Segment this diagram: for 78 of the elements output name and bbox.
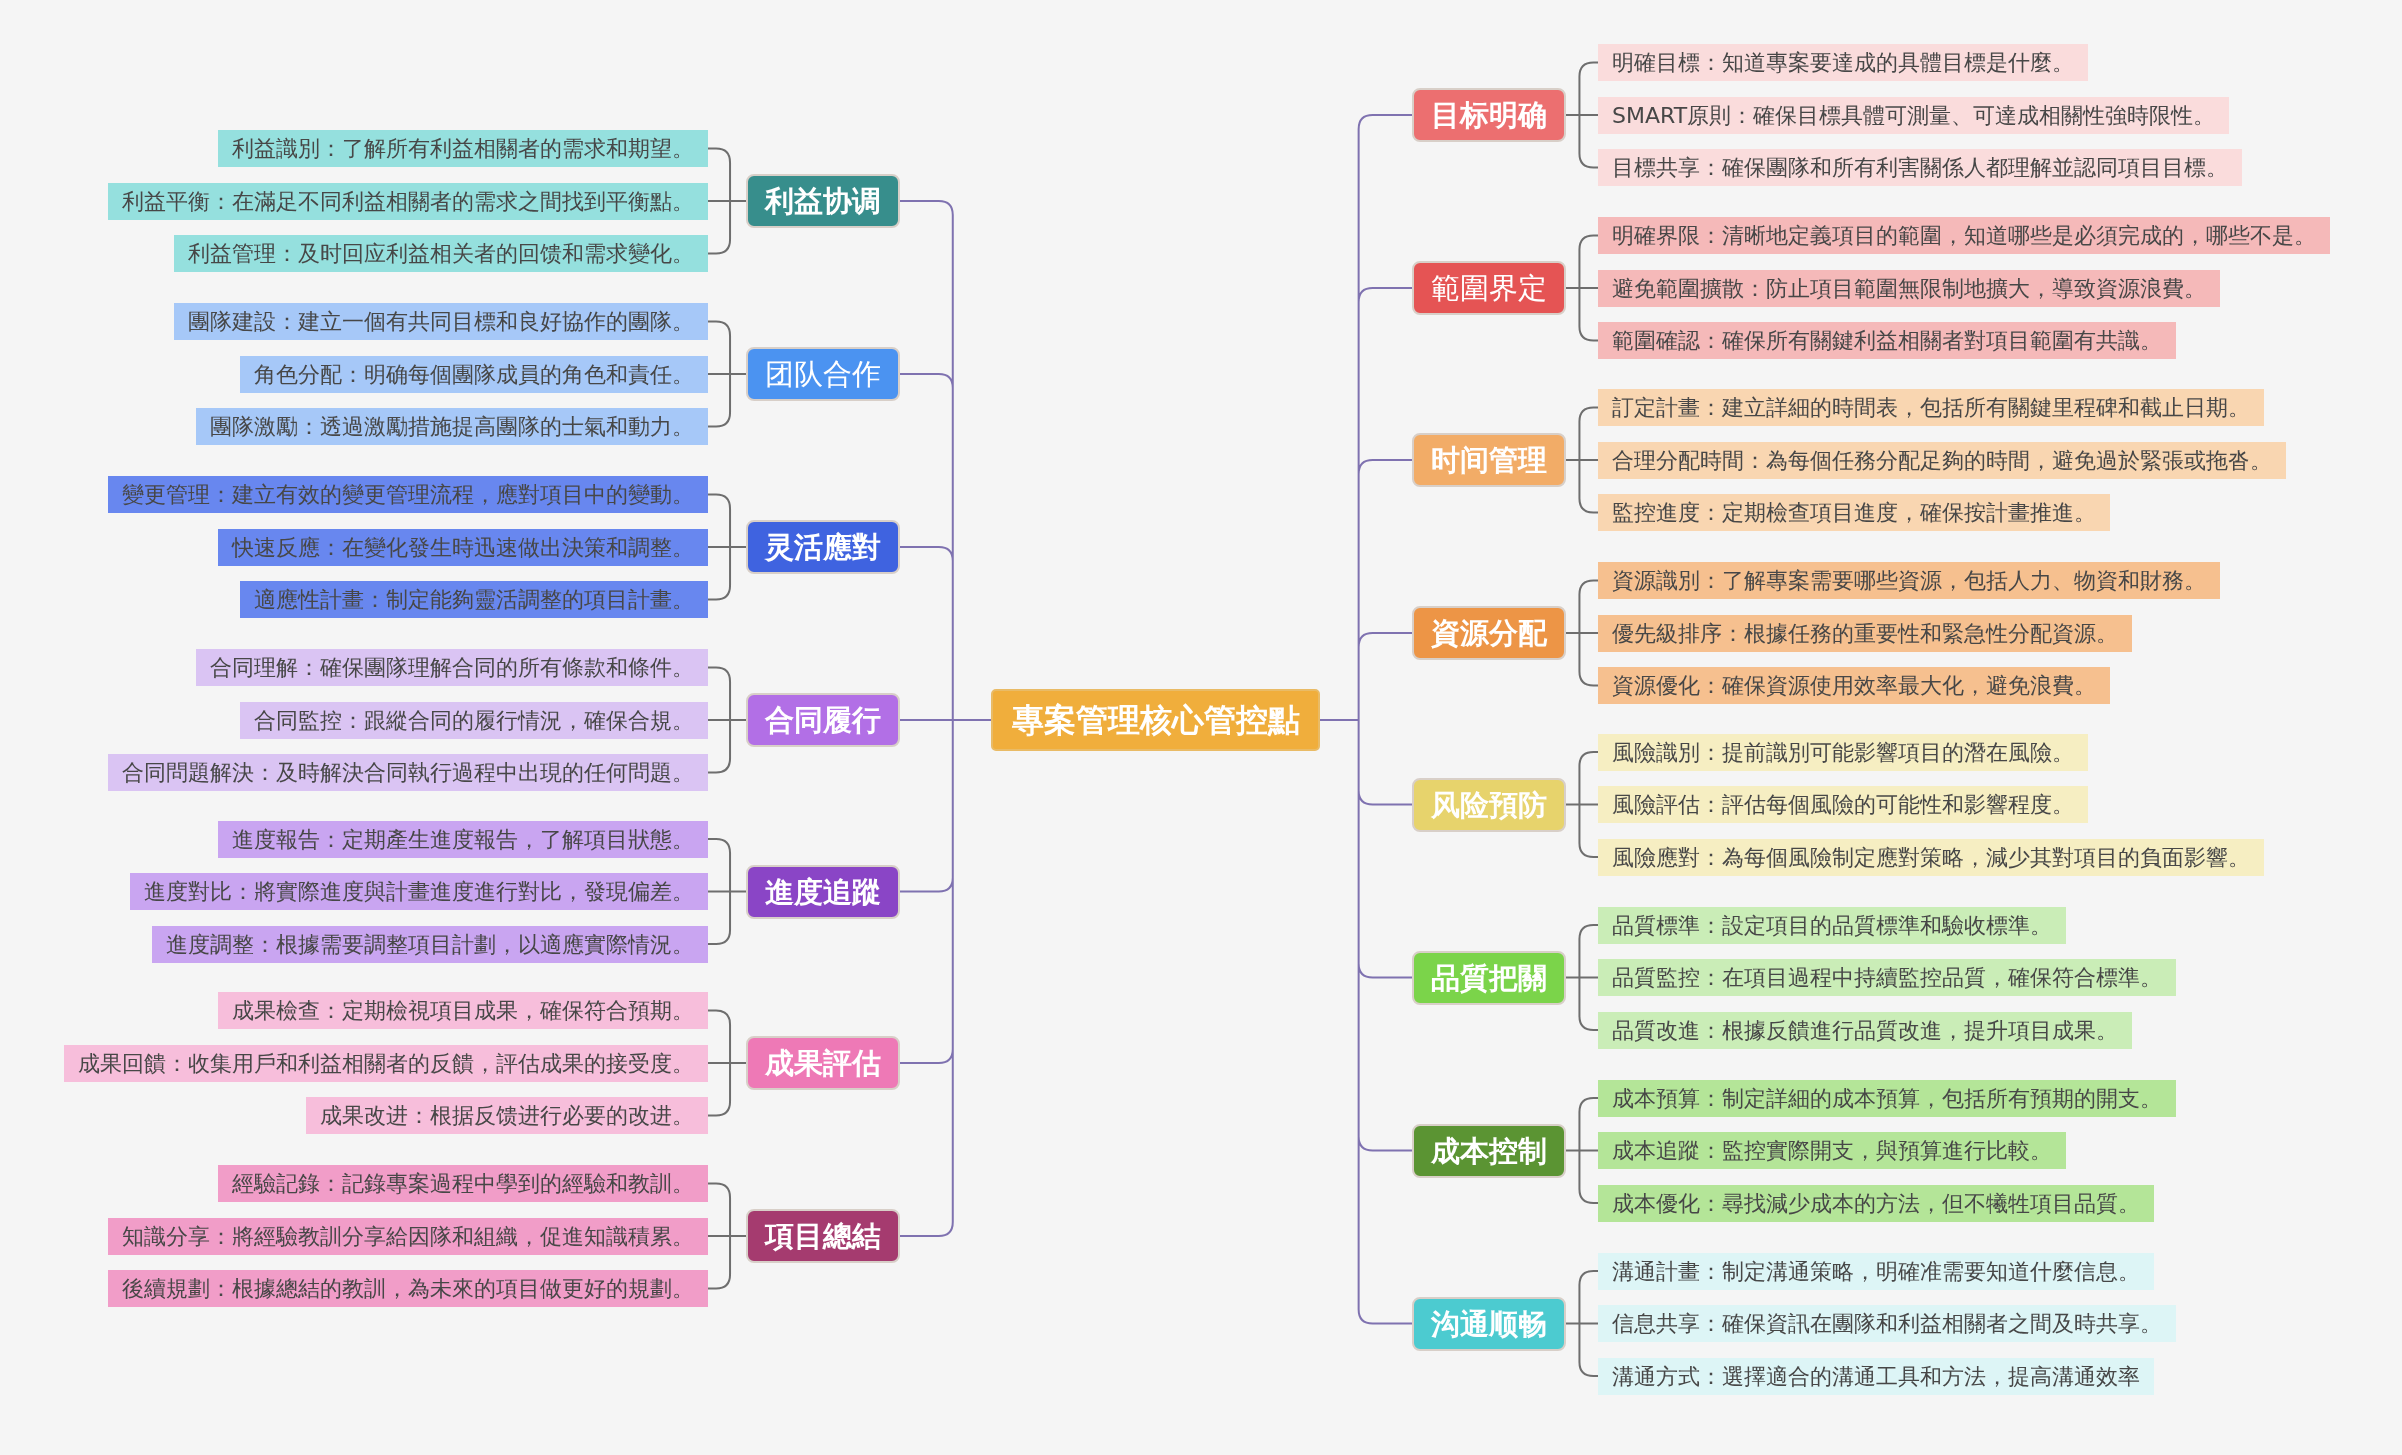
subtopic-box: 明確界限：清晰地定義項目的範圍，知道哪些是必須完成的，哪些不是。 (1598, 217, 2330, 254)
subtopic-box: 經驗記錄：記錄專案過程中學到的經驗和教訓。 (218, 1165, 708, 1202)
subtopic-box: 目標共享：確保團隊和所有利害關係人都理解並認同項目目標。 (1598, 149, 2242, 186)
subtopic-box: 品質標準：設定項目的品質標準和驗收標準。 (1598, 906, 2066, 944)
subtopic-box: SMART原則：確保目標具體可測量、可達成相關性強時限性。 (1598, 96, 2230, 134)
connector-line (1565, 1097, 1599, 1204)
connector-line (707, 147, 747, 255)
subtopic-box: 風險識別：提前識別可能影響項目的潛在風險。 (1598, 733, 2088, 771)
branch-topic-box: 項目總結 (746, 1209, 900, 1263)
subtopic-box: 成果回饋：收集用戶和利益相關者的反饋，評估成果的接受度。 (64, 1044, 708, 1082)
branch-topic-box: 成本控制 (1412, 1123, 1566, 1178)
branch-topic-box: 資源分配 (1412, 606, 1566, 660)
branch-topic-box: 灵活應對 (746, 520, 900, 574)
connector-line (1565, 406, 1599, 514)
subtopic-box: 資源優化：確保資源使用效率最大化，避免浪費。 (1598, 667, 2110, 704)
subtopic-box: 適應性計畫：制定能夠靈活調整的項目計畫。 (240, 581, 708, 618)
branch-topic-box: 合同履行 (746, 693, 900, 747)
subtopic-box: 利益管理：及时回应利益相关者的回馈和需求變化。 (174, 235, 708, 272)
subtopic-box: 合同理解：確保團隊理解合同的所有條款和條件。 (196, 649, 708, 686)
subtopic-box: 進度報告：定期產生進度報告，了解項目狀態。 (218, 820, 708, 858)
connector-line (1565, 234, 1599, 342)
subtopic-box: 團隊建設：建立一個有共同目標和良好協作的團隊。 (174, 303, 708, 340)
subtopic-box: 變更管理：建立有效的變更管理流程，應對項目中的變動。 (108, 476, 708, 513)
subtopic-box: 風險應對：為每個風險制定應對策略，減少其對項目的負面影響。 (1598, 838, 2264, 876)
subtopic-box: 後續規劃：根據總結的教訓，為未來的項目做更好的規劃。 (108, 1270, 708, 1307)
branch-topic-box: 進度追蹤 (746, 864, 900, 919)
subtopic-box: 合同監控：跟縱合同的履行情況，確保合規。 (240, 701, 708, 739)
connector-line (1319, 114, 1413, 1325)
connector-line (707, 666, 747, 774)
subtopic-box: 範圍確認：確保所有關鍵利益相關者對項目範圍有共識。 (1598, 322, 2176, 359)
branch-topic-box: 风险預防 (1412, 777, 1566, 832)
subtopic-box: 團隊激勵：透過激勵措施提高團隊的士氣和動力。 (196, 408, 708, 445)
subtopic-box: 利益識別：了解所有利益相關者的需求和期望。 (218, 130, 708, 167)
subtopic-box: 風險評估：評估每個風險的可能性和影響程度。 (1598, 786, 2088, 823)
branch-topic-box: 沟通顺畅 (1412, 1296, 1566, 1351)
subtopic-box: 明確目標：知道專案要達成的具體目標是什麼。 (1598, 44, 2088, 81)
subtopic-box: 角色分配：明确每個團隊成員的角色和責任。 (240, 355, 708, 393)
connector-line (707, 493, 747, 601)
subtopic-box: 成果改进：根据反馈进行必要的改进。 (306, 1097, 708, 1134)
subtopic-box: 合同問題解決：及時解決合同執行過程中出現的任何問題。 (108, 754, 708, 791)
branch-topic-box: 利益协调 (746, 174, 900, 228)
subtopic-box: 資源識別：了解專案需要哪些資源，包括人力、物資和財務。 (1598, 562, 2220, 599)
subtopic-box: 成本追蹤：監控實際開支，與預算進行比較。 (1598, 1132, 2066, 1169)
subtopic-box: 品質改進：根據反饋進行品質改進，提升項目成果。 (1598, 1011, 2132, 1049)
subtopic-box: 利益平衡：在滿足不同利益相關者的需求之間找到平衡點。 (108, 182, 708, 220)
connector-line (707, 320, 747, 428)
subtopic-box: 溝通方式：選擇適合的溝通工具和方法，提高溝通效率 (1598, 1357, 2154, 1395)
connector-line (707, 838, 747, 945)
connector-line (707, 1182, 747, 1290)
branch-topic-box: 範圍界定 (1412, 261, 1566, 315)
subtopic-box: 溝通計畫：制定溝通策略，明確准需要知道什麼信息。 (1598, 1252, 2154, 1290)
connector-line (1565, 924, 1599, 1031)
branch-topic-box: 目标明确 (1412, 88, 1566, 142)
connector-line (1565, 579, 1599, 687)
subtopic-box: 避免範圍擴散：防止項目範圍無限制地擴大，導致資源浪費。 (1598, 269, 2220, 307)
central-topic-box: 專案管理核心管控點 (991, 689, 1320, 751)
connector-line (899, 200, 992, 1237)
branch-topic-box: 团队合作 (746, 347, 900, 401)
subtopic-box: 進度調整：根據需要調整項目計劃，以適應實際情況。 (152, 925, 708, 963)
subtopic-box: 品質監控：在項目過程中持續監控品質，確保符合標準。 (1598, 959, 2176, 996)
subtopic-box: 成果檢查：定期檢視項目成果，確保符合預期。 (218, 992, 708, 1029)
branch-topic-box: 时间管理 (1412, 433, 1566, 487)
subtopic-box: 信息共享：確保資訊在團隊和利益相關者之間及時共享。 (1598, 1305, 2176, 1342)
subtopic-box: 訂定計畫：建立詳細的時間表，包括所有關鍵里程碑和截止日期。 (1598, 389, 2264, 426)
branch-topic-box: 成果評估 (746, 1036, 900, 1090)
connector-line (1565, 1270, 1599, 1377)
subtopic-box: 監控進度：定期檢查項目進度，確保按計畫推進。 (1598, 494, 2110, 531)
connector-line (1565, 61, 1599, 169)
subtopic-box: 快速反應：在變化發生時迅速做出決策和調整。 (218, 528, 708, 566)
subtopic-box: 成本優化：尋找減少成本的方法，但不犧牲項目品質。 (1598, 1184, 2154, 1222)
subtopic-box: 成本預算：制定詳細的成本預算，包括所有預期的開支。 (1598, 1079, 2176, 1117)
branch-topic-box: 品質把關 (1412, 950, 1566, 1005)
connector-line (707, 1009, 747, 1117)
subtopic-box: 知識分享：將經驗教訓分享給因隊和組織，促進知識積累。 (108, 1217, 708, 1255)
connector-line (1565, 751, 1599, 858)
subtopic-box: 優先級排序：根據任務的重要性和緊急性分配資源。 (1598, 614, 2132, 652)
subtopic-box: 進度對比：將實際進度與計畫進度進行對比，發現偏差。 (130, 873, 708, 910)
subtopic-box: 合理分配時間：為每個任務分配足夠的時間，避免過於緊張或拖沓。 (1598, 441, 2286, 479)
